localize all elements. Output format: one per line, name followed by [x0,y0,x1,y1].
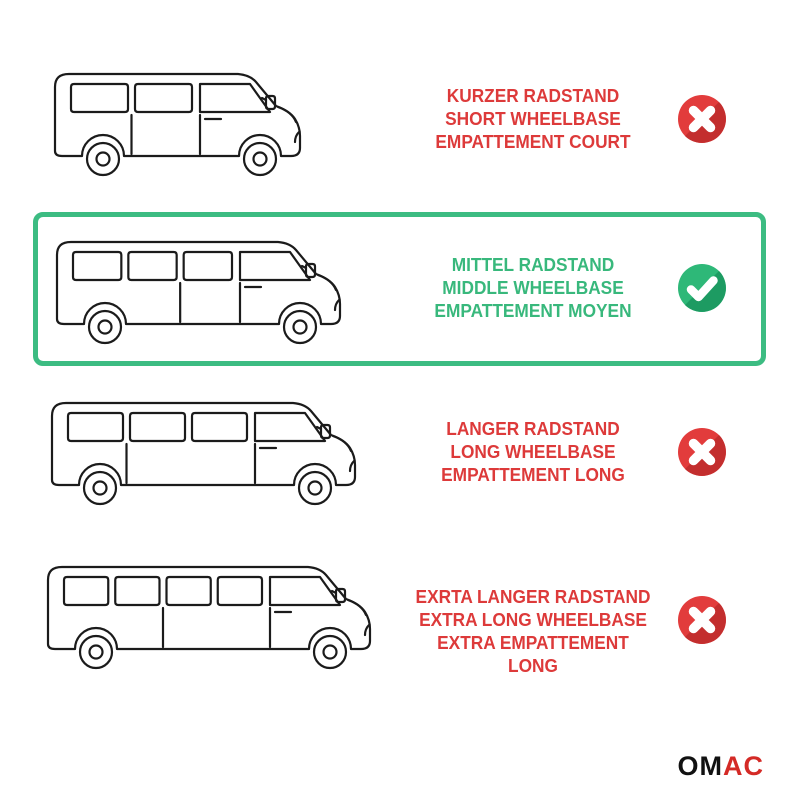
x-icon [676,93,728,145]
logo-text-om: OM [677,751,723,781]
variant-labels-middle: MITTEL RADSTAND MIDDLE WHEELBASE EMPATTE… [413,254,653,323]
van-illustration-extra-long-wheelbase [38,551,380,679]
variant-labels-extra-long: EXRTA LANGER RADSTAND EXTRA LONG WHEELBA… [413,586,653,678]
x-icon [676,594,728,646]
variant-labels-long: LANGER RADSTAND LONG WHEELBASE EMPATTEME… [413,418,653,487]
van-illustration-middle-wheelbase [47,226,350,354]
check-icon [676,262,728,314]
label-fr: EMPATTEMENT COURT [435,132,631,152]
label-fr: EMPATTEMENT MOYEN [434,301,632,321]
label-de: EXRTA LANGER RADSTAND [415,587,651,607]
label-en: MIDDLE WHEELBASE [442,278,624,298]
van-illustration-short-wheelbase [45,58,310,186]
label-de: LANGER RADSTAND [446,419,620,439]
label-en: SHORT WHEELBASE [445,109,621,129]
logo-text-ac: AC [723,751,764,781]
label-fr: EXTRA EMPATTEMENT LONG [437,633,629,676]
x-icon [676,426,728,478]
selected-variant-outline: MITTEL RADSTAND MIDDLE WHEELBASE EMPATTE… [33,212,766,366]
van-illustration-long-wheelbase [42,387,365,515]
label-en: LONG WHEELBASE [450,442,616,462]
label-de: KURZER RADSTAND [446,86,620,106]
label-en: EXTRA LONG WHEELBASE [419,610,647,630]
omac-logo: OMAC [678,751,765,782]
variant-labels-short: KURZER RADSTAND SHORT WHEELBASE EMPATTEM… [413,85,653,154]
label-fr: EMPATTEMENT LONG [441,465,625,485]
label-de: MITTEL RADSTAND [451,255,615,275]
